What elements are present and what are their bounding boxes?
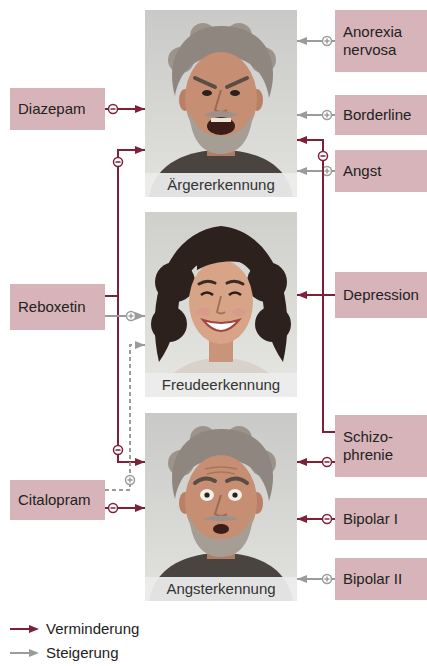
box-label: Bipolar I [343,510,424,528]
effect-arrow [105,312,145,321]
fearful-face-photo [145,413,297,601]
legend-label: Verminderung [46,620,139,638]
effect-arrow [297,167,335,176]
connector-line [297,114,335,116]
photo-caption: Freudeerkennung [145,373,297,397]
legend: VerminderungSteigerung [10,617,139,665]
box-label: Bipolar II [343,570,424,588]
connector-line [297,294,335,296]
connector-line [105,315,145,317]
connector-line [105,345,145,490]
effect-arrow [105,296,145,462]
photo-panel: Freudeerkennung [145,212,297,397]
connector-line [297,140,335,432]
connector-line [297,170,335,172]
plus-circle [323,37,332,46]
plus-circle [127,312,136,321]
connector-line [105,108,145,110]
effect-arrow [297,111,335,120]
connector-line [105,150,145,296]
minus-circle [109,105,118,114]
photo-caption: Angsterkennung [145,577,297,601]
minus-circle [114,158,123,167]
drug-box: Citalopram [10,480,105,520]
legend-entry: Steigerung [10,641,139,665]
disorder-box: Borderline [335,95,427,135]
drug-box: Reboxetin [10,284,105,330]
minus-circle [109,504,118,513]
photo-panel: Ärgererkennung [145,10,297,197]
minus-circle [323,515,332,524]
legend-sample [10,647,40,659]
plus-circle [323,575,332,584]
disorder-box: Bipolar I [335,498,427,540]
connector-line [297,461,335,463]
box-label: Anorexia nervosa [343,23,424,59]
legend-entry: Verminderung [10,617,139,641]
plus-circle [126,476,135,485]
effect-arrow [297,575,335,584]
angry-face-photo [145,10,297,197]
connector-line [297,578,335,580]
legend-sample [10,623,40,635]
box-label: Schizo- phrenie [343,428,424,464]
disorder-box: Bipolar II [335,558,427,600]
box-label: Depression [343,286,424,304]
disorder-box: Anorexia nervosa [335,10,427,72]
box-label: Borderline [343,106,424,124]
effect-arrow [297,458,335,467]
minus-circle [319,152,328,161]
photo-caption: Ärgererkennung [145,173,297,197]
drug-box: Diazepam [10,88,105,130]
connector-line [105,296,145,462]
effect-arrow [297,515,335,524]
effect-arrow [297,37,335,46]
plus-circle [323,111,332,120]
disorder-box: Schizo- phrenie [335,415,427,477]
effect-arrow [297,140,335,432]
connector-line [297,40,335,42]
minus-circle [323,458,332,467]
box-label: Citalopram [18,491,102,509]
disorder-box: Angst [335,150,427,192]
disorder-box: Depression [335,272,427,318]
connector-line [105,507,145,509]
effect-arrow [105,150,145,296]
photo-panel: Angsterkennung [145,413,297,601]
connector-line [297,518,335,520]
effect-arrow [105,345,145,490]
box-label: Angst [343,162,424,180]
happy-face-photo [145,212,297,397]
effect-arrow [105,504,145,513]
box-label: Reboxetin [18,298,102,316]
effect-arrow [105,105,145,114]
minus-circle [114,446,123,455]
box-label: Diazepam [18,100,102,118]
effect-arrow [297,295,335,296]
legend-label: Steigerung [46,644,119,662]
